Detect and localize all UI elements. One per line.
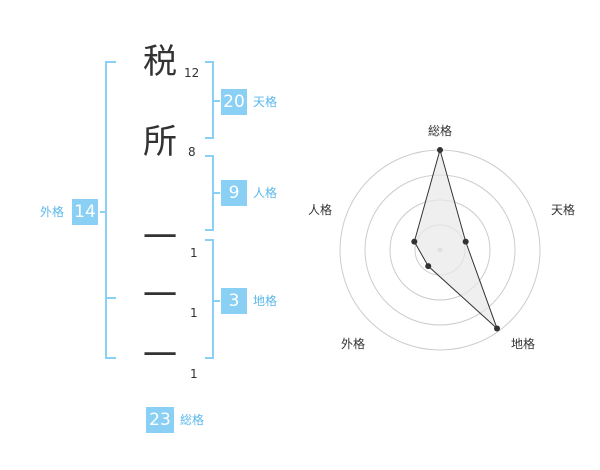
chikaku-bracket — [205, 239, 214, 359]
chikaku-value: 3 — [221, 288, 247, 314]
radar-point-1 — [437, 147, 443, 153]
radar-chart — [339, 147, 541, 351]
radar-axis-label-jinkaku: 人格 — [308, 203, 333, 217]
name-char-1: 税 — [143, 42, 177, 82]
name-char-2: 所 — [143, 122, 177, 162]
soukaku-label: 総格 — [180, 413, 205, 427]
jinkaku-bracket — [205, 155, 214, 231]
radar-series-polygon — [413, 148, 498, 329]
jinkaku-value: 9 — [221, 180, 247, 206]
name-char-4: 一 — [143, 276, 177, 316]
radar-axis-label-soukaku: 総格 — [428, 124, 453, 138]
radar-point-3 — [494, 325, 501, 332]
radar-axis-label-chikaku: 地格 — [511, 337, 536, 351]
tenkaku-label: 天格 — [253, 95, 278, 109]
radar-axis-label-tenkaku: 天格 — [551, 203, 576, 217]
name-char-5: 一 — [143, 336, 177, 376]
name-char-3: 一 — [143, 218, 177, 258]
radar-axis-label-gaikaku: 外格 — [341, 337, 366, 351]
tenkaku-value: 20 — [221, 89, 247, 115]
gaikaku-bracket — [105, 61, 116, 359]
radar-point-4 — [425, 263, 432, 270]
chikaku-label: 地格 — [253, 294, 278, 308]
radar-point-5 — [411, 238, 418, 245]
gaikaku-value: 14 — [72, 199, 98, 225]
radar-point-2 — [462, 238, 469, 245]
stroke-count-3: 1 — [190, 246, 198, 260]
soukaku-value: 23 — [146, 407, 174, 433]
jinkaku-label: 人格 — [253, 186, 278, 200]
stroke-count-1: 12 — [184, 66, 200, 80]
gaikaku-label: 外格 — [40, 205, 65, 219]
stroke-count-4: 1 — [190, 306, 198, 320]
tenkaku-bracket — [205, 61, 214, 139]
stroke-count-2: 8 — [188, 145, 196, 159]
stroke-count-5: 1 — [190, 367, 198, 381]
